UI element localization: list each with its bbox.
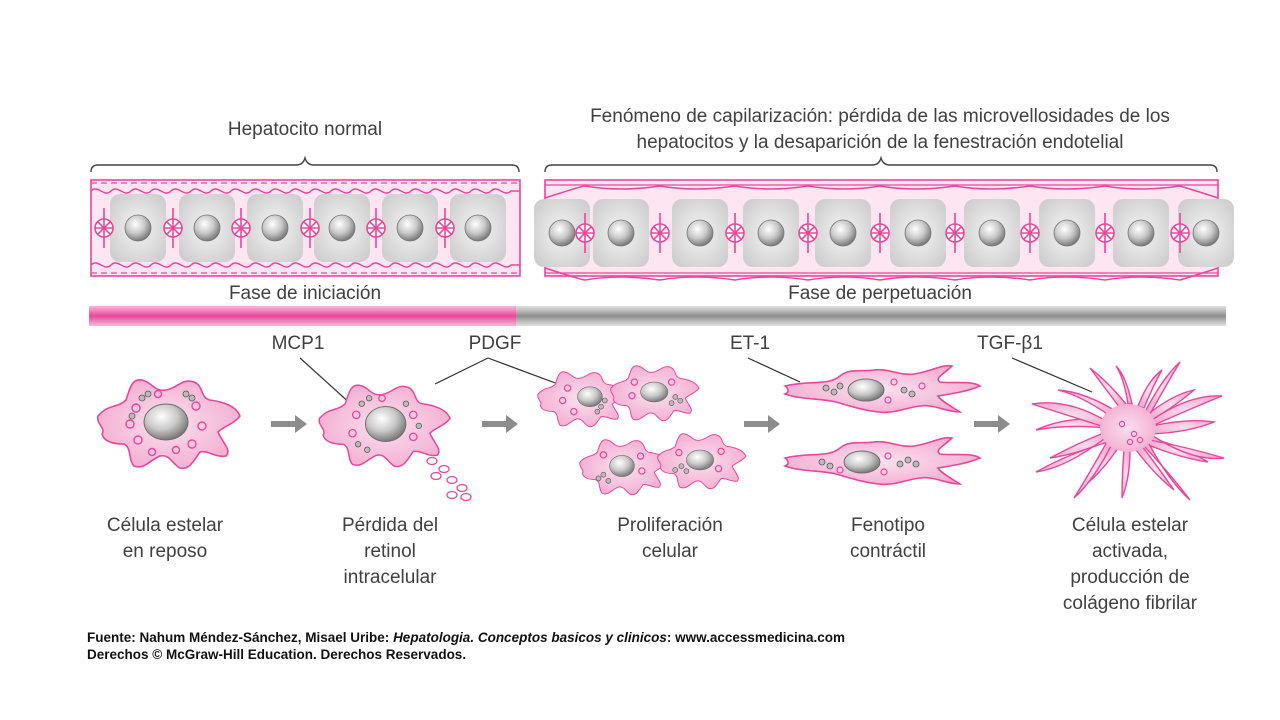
stage-1-line-1: Célula estelar	[106, 515, 224, 536]
stage-5-line-2: activada,	[1091, 541, 1169, 562]
released-retinol-droplets	[426, 456, 472, 502]
stage-5-line-4: colágeno fibrilar	[1062, 593, 1198, 614]
proliferating-cells	[537, 365, 747, 496]
retinol-loss-cell	[318, 384, 451, 468]
normal-bracket	[90, 155, 520, 173]
progression-arrow-1	[271, 415, 307, 433]
activated-stellate-cell	[1031, 361, 1225, 501]
stage-2-line-1: Pérdida del	[341, 515, 439, 536]
progression-arrow-4	[974, 415, 1010, 433]
stage-label-contractile: Fenotipo contráctil	[803, 513, 973, 565]
perpetuation-phase-label: Fase de perpetuación	[788, 283, 972, 304]
mediator-lines	[299, 357, 1093, 406]
normal-sinusoid-panel	[90, 179, 521, 277]
stage-label-retinol-loss: Pérdida del retinol intracelular	[305, 513, 475, 591]
capillarization-label-line2: hepatocitos y la desaparición de la fene…	[636, 132, 1124, 153]
source-line: Fuente: Nahum Méndez-Sánchez, Misael Uri…	[87, 629, 845, 646]
mediator-et1: ET-1	[729, 333, 771, 354]
stage-5-line-3: producción de	[1070, 567, 1190, 588]
initiation-phase-bar	[89, 306, 516, 326]
stage-2-line-2: retinol	[364, 541, 416, 562]
initiation-phase-label: Fase de iniciación	[228, 283, 382, 304]
progression-arrow-3	[744, 415, 780, 433]
stage-1-line-2: en reposo	[122, 541, 208, 562]
mediator-tgfb1: TGF-β1	[977, 333, 1043, 354]
mediator-mcp1: MCP1	[271, 333, 325, 354]
stage-4-line-1: Fenotipo	[851, 515, 925, 536]
mediator-pdgf: PDGF	[468, 333, 522, 354]
stage-label-activated: Célula estelar activada, producción de c…	[1040, 513, 1220, 617]
capillarization-bracket	[544, 155, 1218, 173]
source-url: : www.accessmedicina.com	[666, 630, 845, 645]
stage-label-proliferation: Proliferación celular	[585, 513, 755, 565]
normal-hepatocyte-label: Hepatocito normal	[227, 119, 383, 140]
progression-arrow-2	[482, 415, 518, 433]
stage-3-line-2: celular	[642, 541, 698, 562]
stage-2-line-3: intracelular	[343, 567, 437, 588]
stage-3-line-1: Proliferación	[617, 515, 723, 536]
stage-label-quiescent: Célula estelar en reposo	[80, 513, 250, 565]
source-citation: Fuente: Nahum Méndez-Sánchez, Misael Uri…	[87, 629, 845, 663]
stage-5-line-1: Célula estelar	[1071, 515, 1189, 536]
copyright-line: Derechos © McGraw-Hill Education. Derech…	[87, 647, 467, 662]
source-prefix: Fuente: Nahum Méndez-Sánchez, Misael Uri…	[87, 630, 394, 645]
contractile-cells	[784, 364, 981, 486]
capillarization-label-line1: Fenómeno de capilarización: pérdida de l…	[590, 106, 1170, 127]
perpetuation-phase-bar	[516, 306, 1226, 326]
source-book-title: Hepatologia. Conceptos basicos y clinico…	[393, 630, 667, 645]
quiescent-stellate-cell	[96, 378, 241, 470]
capillarized-sinusoid-panel	[533, 179, 1235, 281]
stage-4-line-2: contráctil	[849, 541, 927, 562]
